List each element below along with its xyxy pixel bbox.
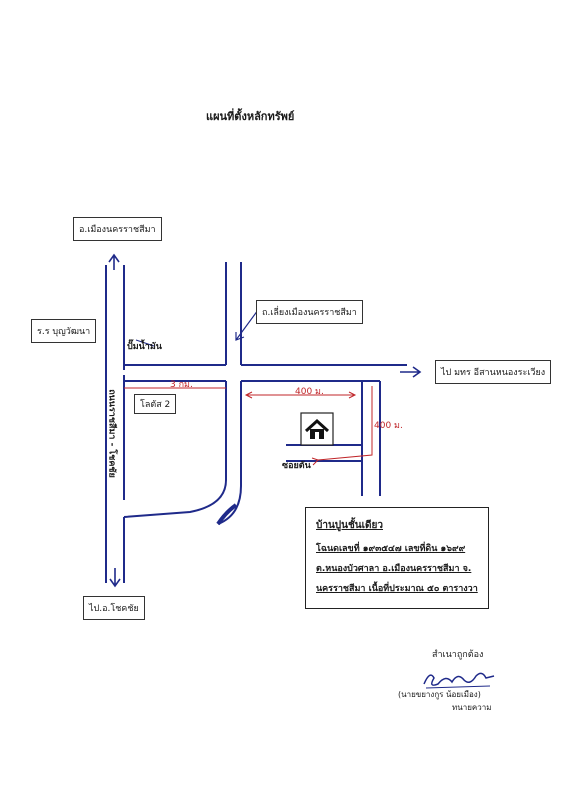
bypass-label-box: ถ.เลี่ยงเมืองนครราชสีมา bbox=[256, 300, 363, 324]
district-label-box: อ.เมืองนครราชสีมา bbox=[73, 217, 162, 241]
main-road-label: ถนนราชสีมา - โชคชัย bbox=[106, 389, 117, 478]
house-icon bbox=[300, 412, 334, 446]
signature bbox=[423, 672, 495, 689]
distance-label-3: 400 ม. bbox=[374, 421, 403, 431]
page-title: แผนที่ตั้งหลักทรัพย์ bbox=[206, 110, 295, 123]
location-info: ต.หนองบัวศาลา อ.เมืองนครราชสีมา จ. bbox=[316, 564, 472, 574]
road-curve-highlight bbox=[216, 503, 238, 526]
signer-name: (นายขยางกูร น้อยเมือง) bbox=[398, 690, 481, 699]
distance-line-2 bbox=[244, 391, 357, 399]
road-curve-outer bbox=[217, 381, 242, 525]
property-type: บ้านปูนชั้นเดียว bbox=[316, 520, 383, 531]
gas-pointer bbox=[135, 339, 155, 347]
dead-end-soi-label: ซอยตัน bbox=[282, 461, 311, 471]
distance-label-2: 400 ม. bbox=[295, 387, 324, 397]
arrow-up bbox=[108, 253, 120, 270]
road-curve-inner bbox=[123, 381, 227, 518]
distance-label-1: 3 กม. bbox=[170, 380, 193, 390]
deed-info: โฉนดเลขที่ ๑๙๓๕๔๗ เลขที่ดิน ๑๖๙๙ bbox=[316, 544, 466, 554]
bypass-pointer bbox=[235, 309, 259, 341]
certified-copy-label: สำเนาถูกต้อง bbox=[432, 650, 484, 660]
arrow-right bbox=[400, 366, 422, 378]
area-info: นครราชสีมา เนื้อที่ประมาณ ๕๐ ตารางวา bbox=[316, 584, 478, 594]
school-label-box: ร.ร บุญวัฒนา bbox=[31, 319, 97, 343]
property-info-box: บ้านปูนชั้นเดียว โฉนดเลขที่ ๑๙๓๕๔๗ เลขที… bbox=[305, 507, 489, 609]
arrow-down bbox=[109, 568, 121, 588]
to-university-box: ไป มทร อีสานหนองระเวียง bbox=[435, 360, 552, 384]
lotus-label-box: โลตัส 2 bbox=[134, 394, 177, 414]
to-chokchai-box: ไป.อ.โชคชัย bbox=[83, 596, 145, 620]
distance-line-3 bbox=[311, 386, 373, 466]
signer-role: ทนายความ bbox=[452, 703, 492, 712]
gas-station-label: ปั๊มน้ำมัน bbox=[127, 342, 162, 352]
